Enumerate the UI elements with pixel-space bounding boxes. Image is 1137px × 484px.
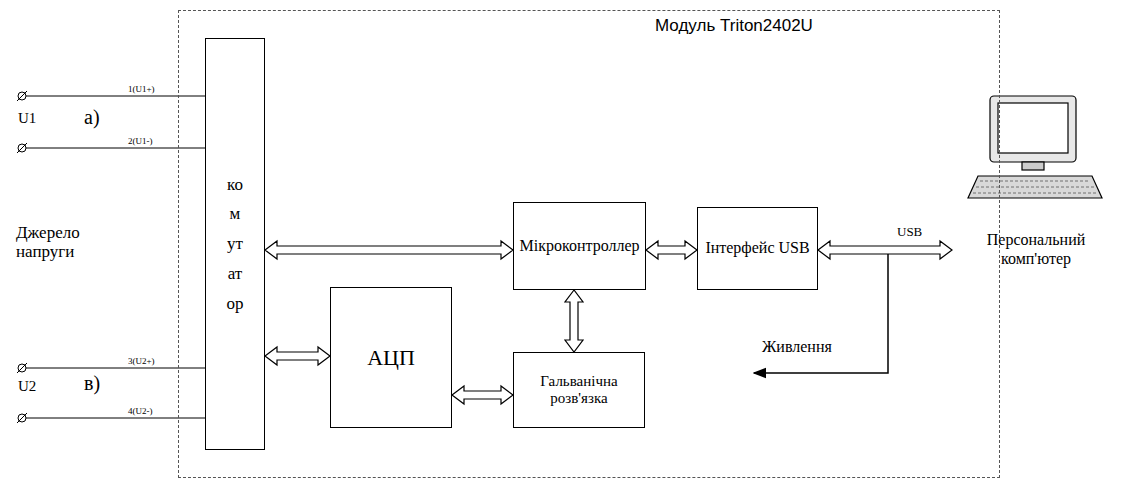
signal-name: U1 xyxy=(18,110,36,127)
pin-name: 3(U2+) xyxy=(128,357,155,367)
module-housing: Модуль Triton2402U комутатор Мікроконтролл… xyxy=(178,10,1000,478)
bus-arrow xyxy=(265,347,330,365)
terminal-slash xyxy=(17,413,27,423)
bus-arrow xyxy=(265,241,513,259)
terminal-slash xyxy=(17,91,27,101)
terminal-slash xyxy=(17,363,27,373)
input-wires xyxy=(17,91,205,423)
bus-arrow xyxy=(452,386,513,404)
keyboard xyxy=(968,176,1102,198)
microcontroller-box: Мікроконтроллер xyxy=(513,202,646,290)
node-label: АЦП xyxy=(367,345,415,370)
node-label: Гальванічна розв'язка xyxy=(514,373,644,408)
switch-box: комутатор xyxy=(205,38,265,450)
monitor-stand xyxy=(1022,162,1044,170)
node-label: Персональний комп'ютер xyxy=(971,231,1101,268)
terminal-symbol xyxy=(18,92,26,100)
source-label: Джерело напруги xyxy=(16,224,126,261)
edge-label: USB xyxy=(897,225,922,239)
node-label: Модуль Triton2402U xyxy=(655,16,813,36)
isolation-box: Гальванічна розв'язка xyxy=(513,352,645,428)
callout-letter: а) xyxy=(84,106,100,128)
terminal-symbol xyxy=(18,144,26,152)
callout-letter: в) xyxy=(84,372,100,394)
node-label: Інтерфейс USB xyxy=(705,239,809,257)
computer-icon xyxy=(968,96,1102,198)
signal-name: U2 xyxy=(18,378,36,395)
terminal-slash xyxy=(17,143,27,153)
terminal-symbol xyxy=(18,414,26,422)
bus-arrow xyxy=(565,290,583,352)
adc-box: АЦП xyxy=(330,287,452,428)
bus-arrow xyxy=(646,241,697,259)
node-label: Мікроконтроллер xyxy=(519,237,639,255)
pin-name: 2(U1-) xyxy=(128,137,153,147)
pin-name: 1(U1+) xyxy=(128,85,155,95)
vertical-label: комутатор xyxy=(227,170,244,319)
usb-interface-box: Інтерфейс USB xyxy=(697,207,818,290)
monitor-case xyxy=(990,96,1076,162)
power-label: Живлення xyxy=(762,338,832,356)
keyboard-keys xyxy=(973,181,1097,193)
computer-node: Персональний комп'ютер xyxy=(952,88,1120,272)
monitor-screen xyxy=(998,103,1068,153)
bus-arrow xyxy=(818,241,952,259)
terminal-symbol xyxy=(18,364,26,372)
pin-name: 4(U2-) xyxy=(128,407,153,417)
